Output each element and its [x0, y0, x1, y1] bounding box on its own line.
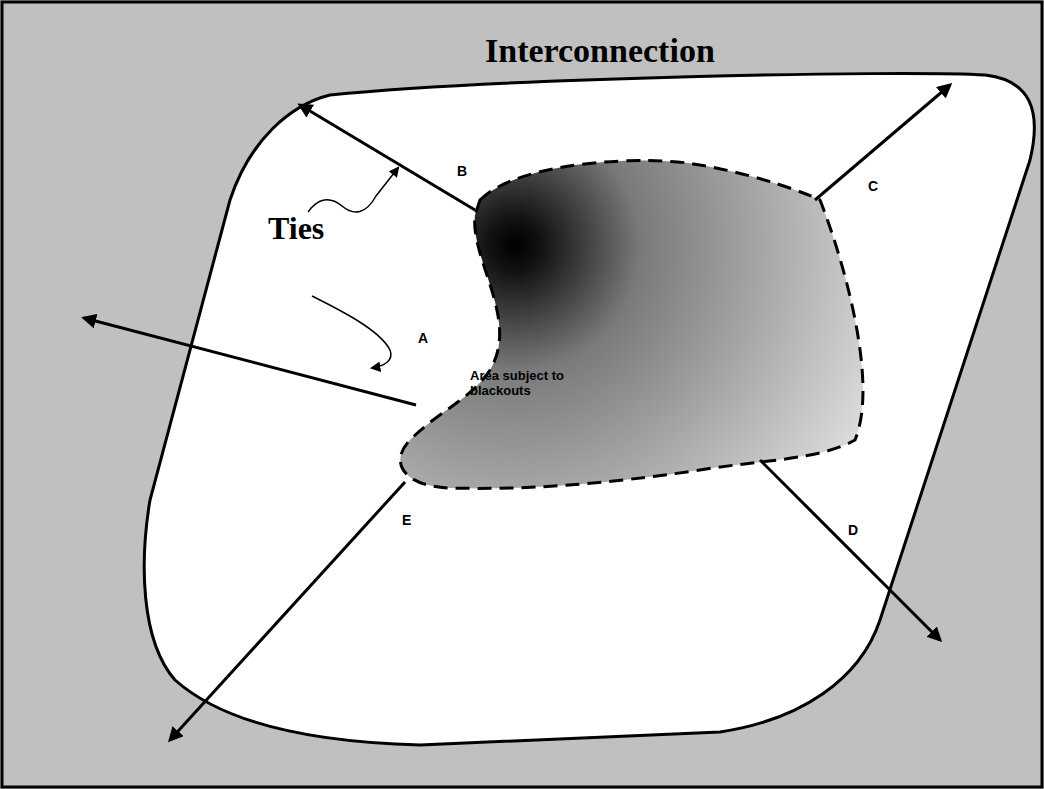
tie-line [84, 318, 416, 405]
pointer-arrow [312, 296, 391, 368]
tie-letter: C [868, 178, 878, 194]
region-label-box: Area subject to blackouts [470, 368, 620, 398]
blackout-area [400, 161, 863, 489]
tie-letter: B [457, 163, 467, 179]
pointer-arrow [308, 168, 398, 212]
tie-line [760, 460, 940, 640]
region-label: Area subject to blackouts [470, 368, 620, 398]
tie-letter: E [402, 512, 411, 528]
tie-letter: D [848, 522, 858, 538]
tie-line [170, 482, 405, 740]
tie-line [300, 105, 475, 210]
control-area [144, 74, 1034, 745]
tie-letter: A [418, 330, 428, 346]
diagram-title: Interconnection [485, 32, 715, 70]
tie-line [815, 85, 950, 200]
ties-label: Ties [268, 210, 324, 247]
